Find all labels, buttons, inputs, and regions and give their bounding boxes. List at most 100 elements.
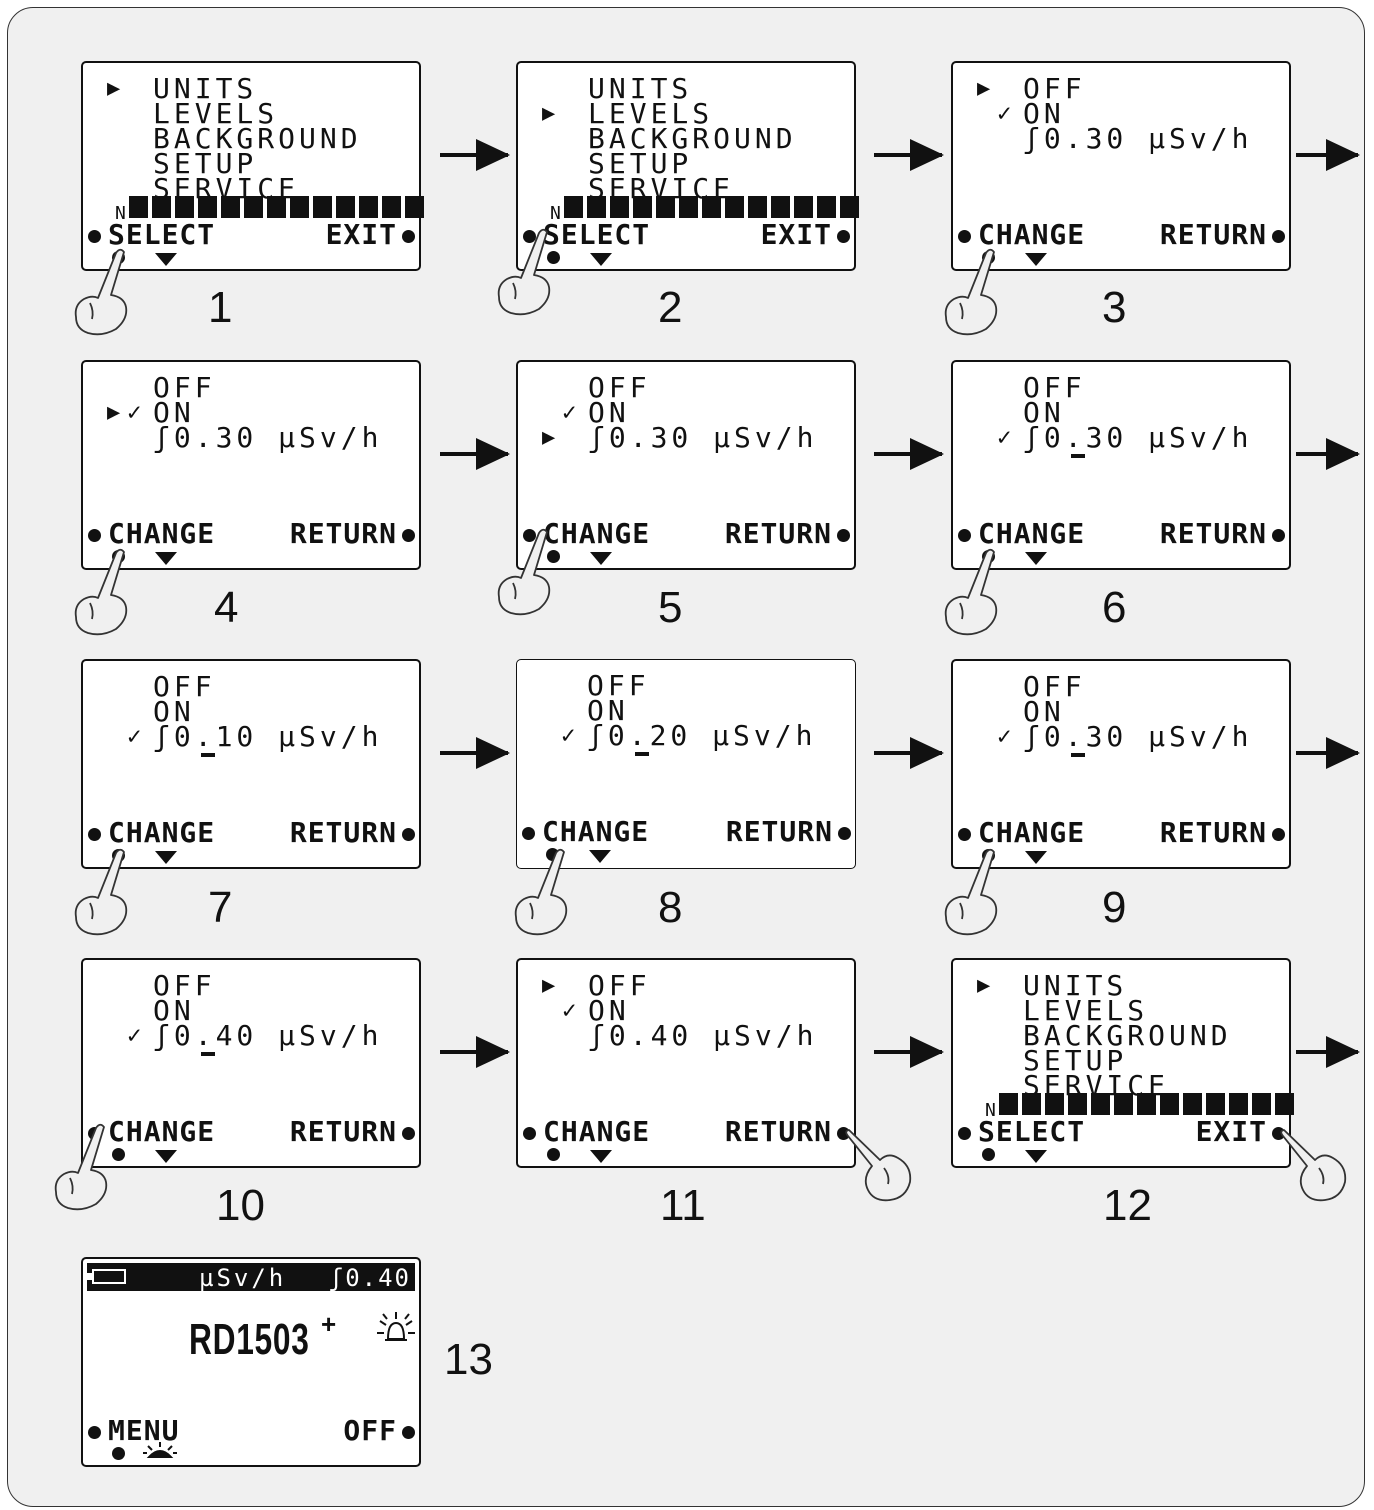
threshold-value: ʃ0.10 µSv/h	[153, 720, 383, 753]
backlight-icon	[143, 1442, 177, 1458]
option-off: OFF	[1023, 670, 1086, 703]
digit-cursor	[1071, 753, 1085, 757]
button-dot-icon	[547, 251, 560, 264]
checkmark-icon: ✓	[997, 423, 1012, 451]
step-number-6: 6	[1102, 583, 1127, 632]
left-button-dot-icon	[958, 1127, 971, 1140]
battery-icon	[92, 1269, 126, 1284]
screen-13-main-display: µSv/h ʃ0.40 RD1503 + MENU OFF	[81, 1257, 421, 1467]
right-button-dot-icon	[837, 529, 850, 542]
pointing-hand-icon	[944, 848, 998, 936]
checkmark-icon: ✓	[127, 722, 142, 750]
right-arrow-icon	[1296, 1036, 1360, 1068]
left-button-dot-icon	[523, 529, 536, 542]
right-button-dot-icon	[402, 828, 415, 841]
softkey-change: CHANGE	[108, 1115, 216, 1148]
softkey-change: CHANGE	[543, 517, 651, 550]
cursor-triangle-icon: ▶	[977, 76, 991, 101]
menu-item-units: UNITS	[1023, 969, 1128, 1002]
down-triangle-icon	[1025, 851, 1047, 864]
left-button-dot-icon	[523, 230, 536, 243]
pointing-hand-icon	[944, 548, 998, 636]
checkmark-icon: ✓	[127, 398, 142, 426]
screen-8-levels: OFF ON ✓ ʃ0.20 µSv/h CHANGE RETURN	[516, 659, 856, 869]
softkey-change: CHANGE	[543, 1115, 651, 1148]
pointing-hand-icon	[514, 848, 568, 936]
step-number-3: 3	[1102, 283, 1127, 332]
left-button-dot-icon	[958, 230, 971, 243]
left-button-dot-icon	[88, 230, 101, 243]
checkmark-icon: ✓	[127, 1021, 142, 1049]
digit-cursor	[201, 1052, 215, 1056]
pointing-hand-icon	[497, 228, 551, 316]
threshold-value: ʃ0.30 µSv/h	[1023, 421, 1253, 454]
left-button-dot-icon	[958, 828, 971, 841]
right-arrow-icon	[1296, 737, 1360, 769]
softkey-exit: EXIT	[1195, 1115, 1267, 1148]
softkey-change: CHANGE	[108, 517, 216, 550]
pointing-hand-icon	[74, 248, 128, 336]
button-dot-icon	[112, 1447, 125, 1460]
step-number-8: 8	[658, 883, 683, 932]
right-button-dot-icon	[402, 1127, 415, 1140]
signal-bar	[564, 196, 859, 218]
menu-item-levels: LEVELS	[1023, 994, 1149, 1027]
menu-item-units: UNITS	[153, 72, 258, 105]
softkey-change: CHANGE	[542, 815, 650, 848]
right-arrow-icon	[1296, 438, 1360, 470]
right-arrow-icon	[440, 737, 510, 769]
option-on: ON	[587, 694, 629, 727]
option-on: ON	[588, 396, 630, 429]
screen-6-levels: OFF ON ✓ ʃ0.30 µSv/h CHANGE RETURN	[951, 360, 1291, 570]
option-off: OFF	[1023, 371, 1086, 404]
softkey-select: SELECT	[543, 218, 651, 251]
button-dot-icon	[547, 550, 560, 563]
threshold-value: ʃ0.20 µSv/h	[587, 719, 817, 752]
option-on: ON	[153, 695, 195, 728]
option-off: OFF	[587, 669, 650, 702]
signal-bar	[129, 196, 424, 218]
n-label: N	[550, 203, 565, 224]
pointing-hand-icon	[1280, 1129, 1347, 1202]
option-off: OFF	[153, 969, 216, 1002]
right-button-dot-icon	[1272, 529, 1285, 542]
threshold-value: ʃ0.40 µSv/h	[153, 1019, 383, 1052]
step-number-7: 7	[208, 883, 233, 932]
menu-item-background: BACKGROUND	[1023, 1019, 1232, 1052]
checkmark-icon: ✓	[997, 722, 1012, 750]
left-button-dot-icon	[958, 529, 971, 542]
down-triangle-icon	[155, 1150, 177, 1163]
threshold-value: ʃ0.30 µSv/h	[1023, 720, 1253, 753]
pointing-hand-icon	[54, 1123, 108, 1211]
screen-12-main-menu: ▶ UNITS LEVELS BACKGROUND SETUP SERVICE …	[951, 958, 1294, 1168]
option-on: ON	[1023, 396, 1065, 429]
alarm-level: ʃ0.40	[328, 1264, 411, 1292]
button-dot-icon	[112, 1148, 125, 1161]
diagram-panel: ▶ UNITS LEVELS BACKGROUND SETUP SERVICE …	[7, 7, 1365, 1507]
model-plus: +	[321, 1309, 337, 1339]
threshold-value: ʃ0.30 µSv/h	[588, 421, 818, 454]
screen-3-levels: ▶ OFF ✓ ON ʃ0.30 µSv/h CHANGE RETURN	[951, 61, 1291, 271]
cursor-triangle-icon: ▶	[107, 76, 121, 101]
pointing-hand-icon	[845, 1129, 912, 1202]
down-triangle-icon	[1025, 1150, 1047, 1163]
left-button-dot-icon	[88, 529, 101, 542]
option-off: OFF	[153, 670, 216, 703]
softkey-exit: EXIT	[325, 218, 397, 251]
left-button-dot-icon	[523, 1127, 536, 1140]
button-dot-icon	[982, 1148, 995, 1161]
right-arrow-icon	[874, 438, 944, 470]
screen-7-levels: OFF ON ✓ ʃ0.10 µSv/h CHANGE RETURN	[81, 659, 421, 869]
button-dot-icon	[547, 1148, 560, 1161]
softkey-return: RETURN	[289, 816, 397, 849]
cursor-triangle-icon: ▶	[107, 400, 121, 425]
status-bar: µSv/h ʃ0.40	[87, 1263, 415, 1292]
option-off: OFF	[1023, 72, 1086, 105]
step-number-11: 11	[660, 1181, 706, 1230]
right-arrow-icon	[874, 139, 944, 171]
threshold-value: ʃ0.30 µSv/h	[1023, 122, 1253, 155]
right-button-dot-icon	[402, 1426, 415, 1439]
left-button-dot-icon	[88, 1426, 101, 1439]
unit-label: µSv/h	[199, 1264, 287, 1292]
digit-cursor	[635, 752, 649, 756]
